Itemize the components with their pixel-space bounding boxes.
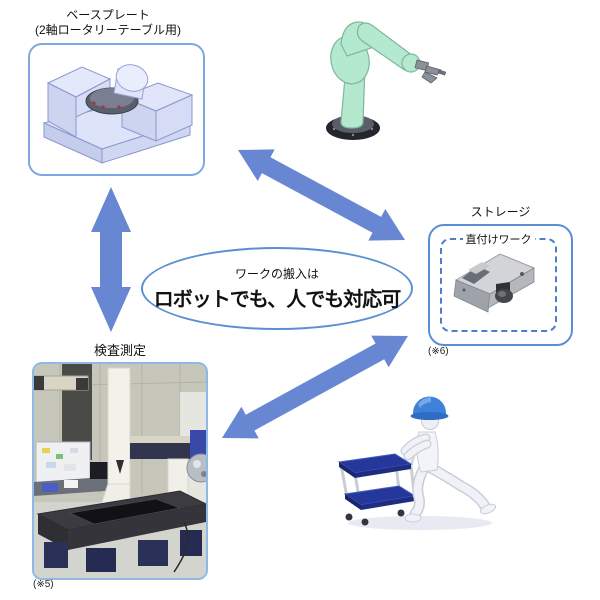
hard-hat [410,396,449,420]
rotary-table [85,64,149,115]
robot-gripper [414,59,447,84]
note-large-text: ロボットでも、人でも対応可 [153,289,401,311]
storage-box: 直付けワーク [428,224,573,346]
direct-mount-work-label: 直付けワーク [462,231,535,247]
direct-mount-work-box: 直付けワーク [440,231,557,332]
worker-pushing-cart-illustration [337,396,497,530]
note-small-text: ワークの搬入は [234,267,319,281]
cmm-desk-area [34,441,118,496]
robot-arm-illustration [326,21,447,140]
baseplate-label: ベースプレート [66,8,150,22]
storage-footnote: (※6) [428,346,449,357]
baseplate-sublabel: (2軸ロータリーテーブル用) [35,23,181,37]
cmm-photo-illustration [34,364,206,578]
cmm-machine [93,367,206,527]
workpiece-photo [453,253,536,313]
arrow-baseplate-storage [238,149,405,241]
storage-label: ストレージ [470,205,531,219]
cmm-granite-table [36,490,206,573]
workpiece [453,253,536,313]
inspection-label: 検査測定 [93,343,146,358]
arrow-baseplate-inspection [91,187,131,332]
baseplate-cad-illustration [42,64,194,164]
inspection-footnote: (※5) [33,579,54,590]
workload-note-ellipse: ワークの搬入は ロボットでも、人でも対応可 [141,247,413,330]
floor-shadow [348,516,492,530]
worker-figure [400,396,497,523]
baseplate-box [28,43,205,176]
baseplate-label-group: ベースプレート (2軸ロータリーテーブル用) [13,8,203,38]
inspection-photo [32,362,208,580]
robot-links [330,21,421,129]
baseplate-left-bracket [46,66,112,138]
